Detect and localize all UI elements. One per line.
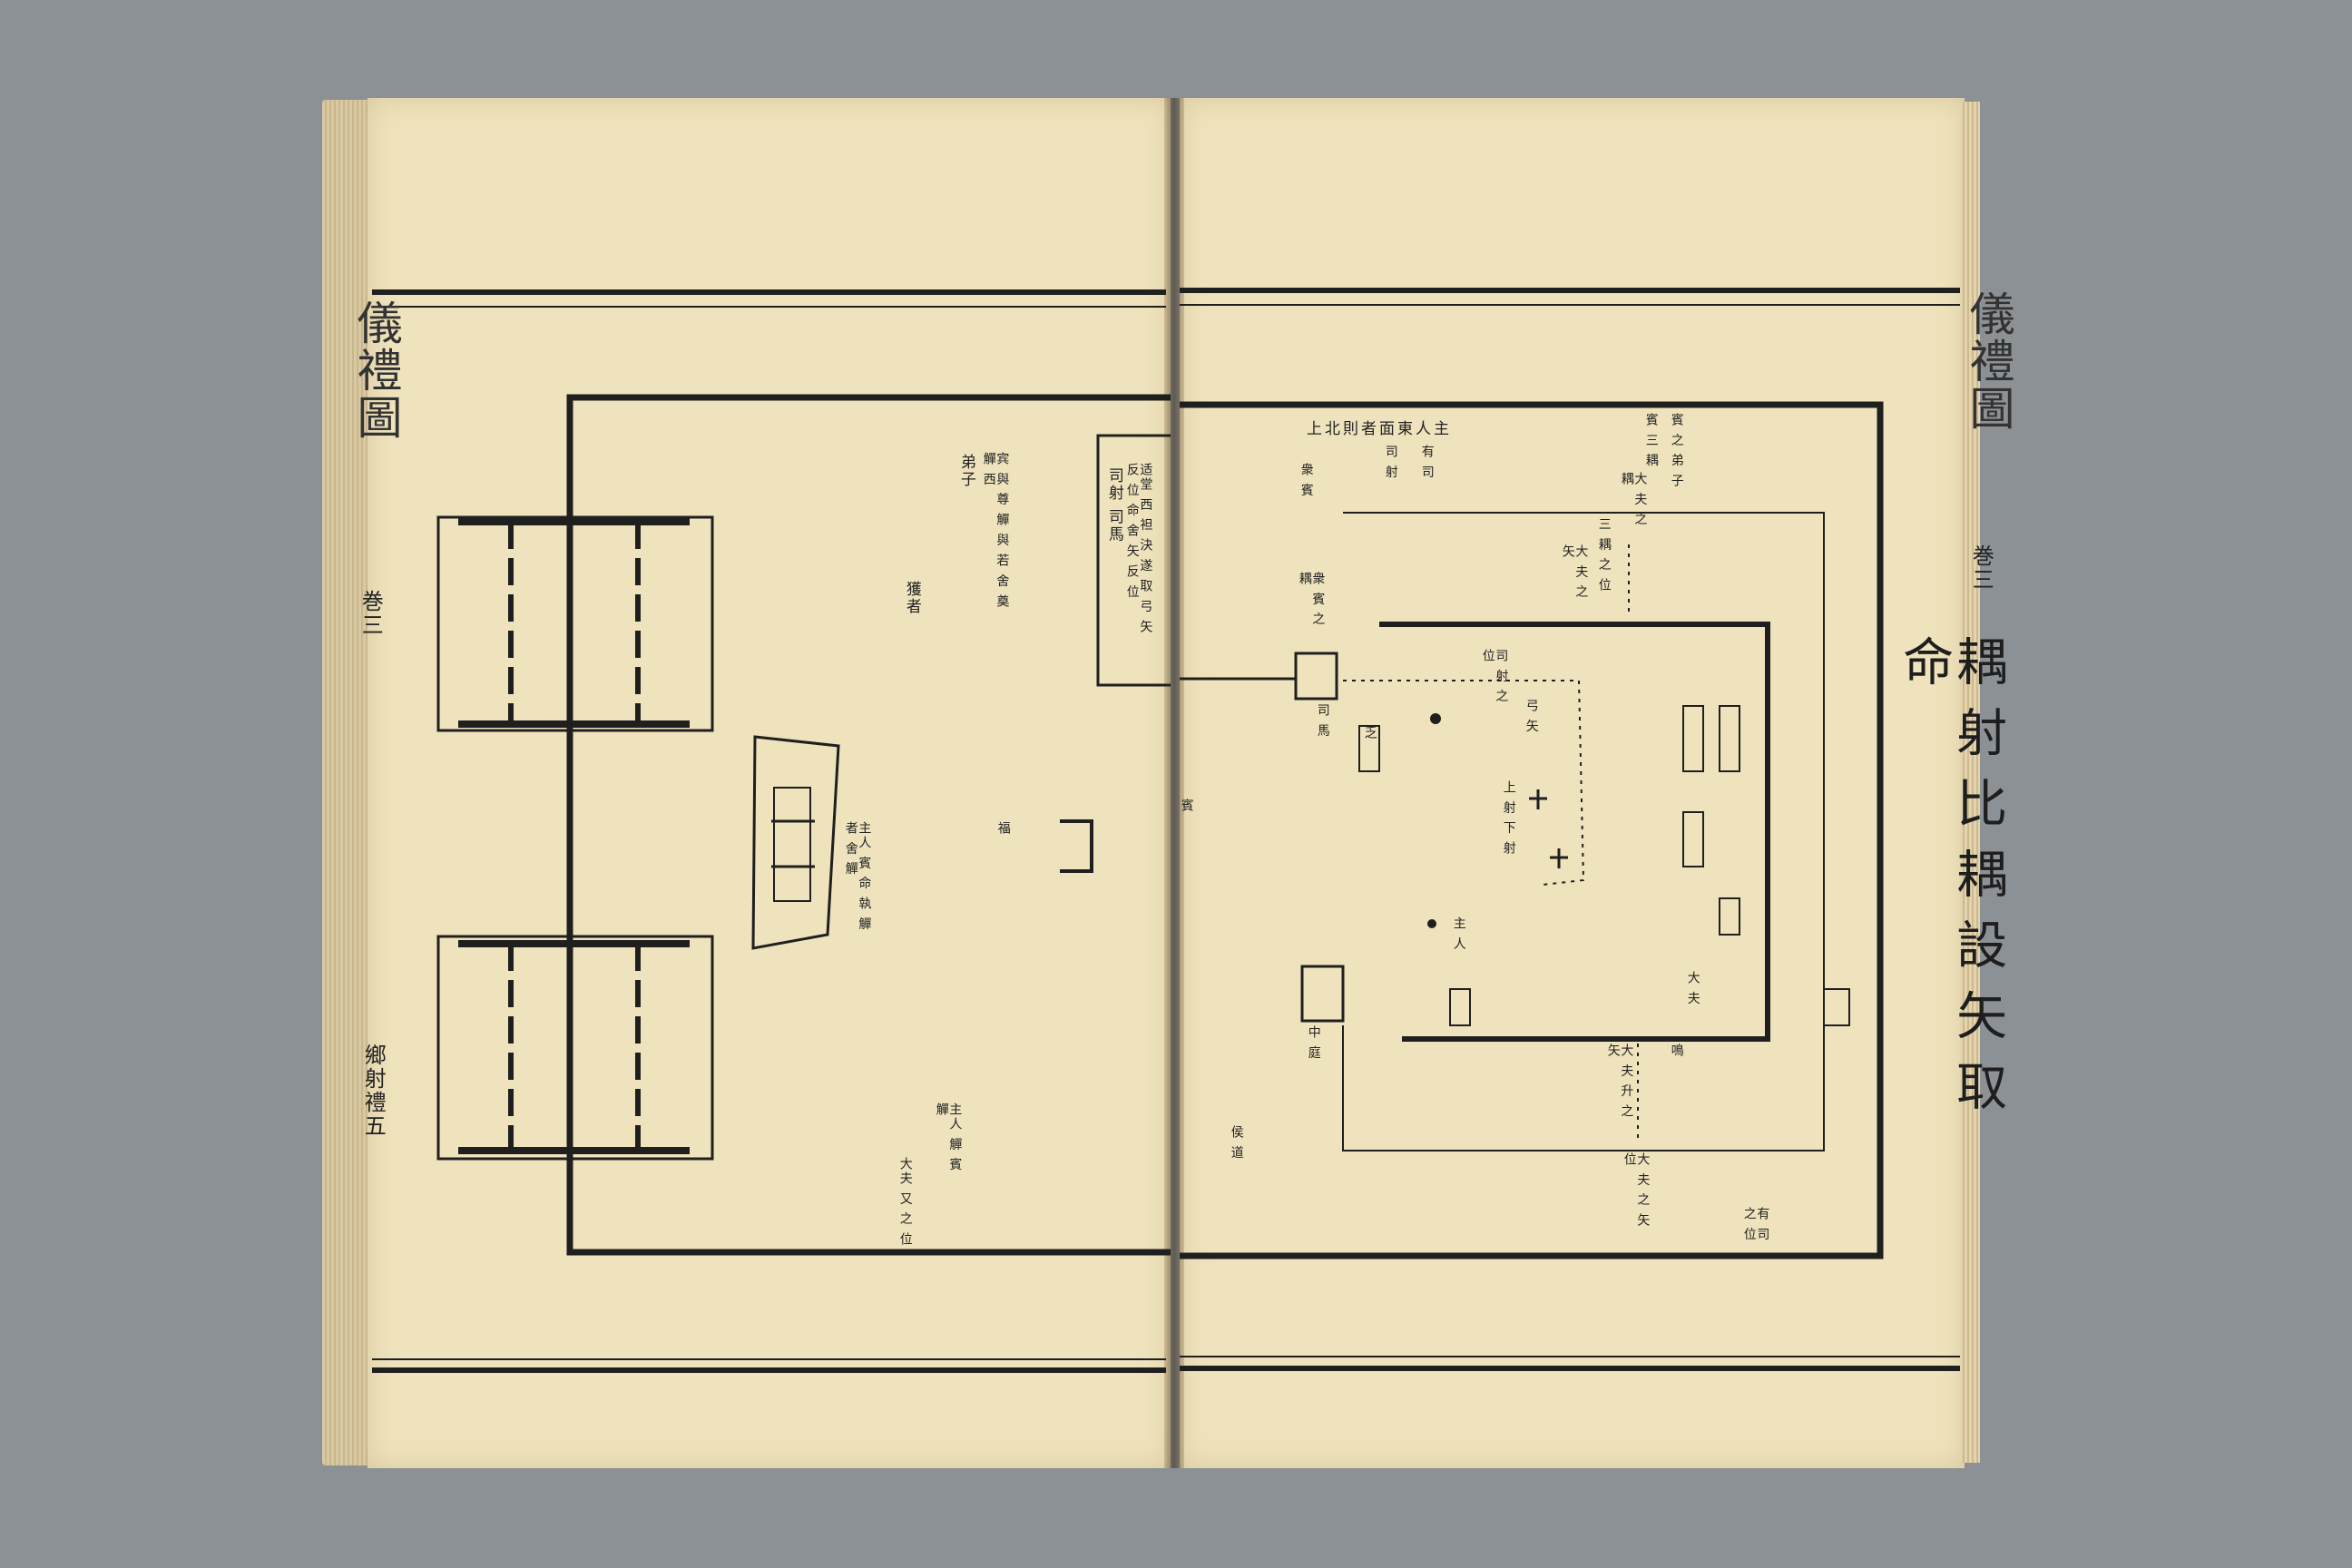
left-margin-chapter: 鄉射禮五 — [360, 1044, 387, 1138]
label-bottom-note2: 主人 觶 賓 觶 — [934, 1102, 963, 1172]
label-c21: 中 庭 — [1306, 1025, 1321, 1061]
label-c13: 上 射 下 射 — [1501, 780, 1516, 857]
label-c22: 侯 道 — [1229, 1125, 1244, 1161]
label-c17: 大 夫 升 之 矢 — [1605, 1044, 1634, 1120]
label-sishe: 司射 司馬 — [1104, 467, 1123, 544]
right-page — [1180, 98, 1965, 1468]
label-c1: 賓 之 弟 子 — [1669, 413, 1684, 489]
label-hou: 獲者 — [902, 581, 921, 615]
label-c23: 賓 — [1179, 799, 1194, 813]
label-c9: 衆 賓 之 耦 — [1297, 572, 1326, 627]
label-c4: 三 耦 之 位 — [1596, 517, 1612, 593]
steps-stand — [751, 735, 840, 950]
right-margin-title: 儀禮圖 — [1962, 290, 2015, 432]
diagram-title: 耦射比耦設矢取命 — [1894, 635, 2007, 1131]
label-c3: 大 夫 之 耦 — [1619, 472, 1648, 527]
label-c10: 司 射 之 位 — [1480, 649, 1509, 704]
label-c5: 大 夫 之 矢 — [1560, 544, 1589, 600]
right-page-edges — [1960, 102, 1980, 1463]
label-c19: 主 人 — [1451, 916, 1466, 952]
label-c8: 衆 賓 — [1298, 463, 1314, 498]
label-c7: 司 射 — [1383, 445, 1398, 480]
right-enclosure — [1180, 401, 1884, 1259]
book-gutter — [1164, 98, 1184, 1468]
right-middle-court — [1342, 512, 1825, 1152]
left-margin-title: 儀禮圖 — [349, 299, 403, 441]
label-c16: 鳴 — [1669, 1044, 1684, 1058]
label-c6: 有 司 — [1419, 445, 1435, 480]
label-fu: 福 — [995, 821, 1011, 836]
label-bottom-note: 大夫 又 之 位 — [897, 1157, 913, 1248]
left-page — [368, 98, 1171, 1468]
label-dizi: 弟子 — [956, 454, 975, 488]
label-c18: 大 夫 之 矢 位 — [1622, 1152, 1651, 1229]
right-inner-court — [1379, 622, 1770, 1042]
label-c20: 有 司 之 位 — [1741, 1207, 1770, 1242]
left-enclosure — [566, 394, 1171, 1256]
label-c2: 賓 三 耦 — [1643, 413, 1659, 468]
right-margin-volume: 巻三 — [1968, 544, 1994, 592]
label-disciples-note: 宾 與 尊 觶 與 若 舍 奠 觶 西 — [981, 452, 1010, 610]
hall-upper — [436, 515, 714, 732]
left-margin-volume: 巻三 — [358, 590, 384, 637]
center-marker — [1060, 819, 1093, 873]
left-page-edges — [322, 100, 372, 1465]
hall-lower — [436, 935, 714, 1161]
label-sishe-note: 适堂 西 袒 決 遂 取 弓 矢 反 位 命 舍 矢 反 位 — [1124, 463, 1153, 635]
label-c12: 司 馬 — [1315, 703, 1330, 739]
label-c14: 乏 — [1362, 726, 1377, 740]
top-caption: 主人東面者則北上 — [1307, 420, 1452, 438]
label-center-note: 主人 賓 命 執 觶 者 舍 觶 — [843, 821, 872, 932]
label-c15: 大 夫 — [1685, 971, 1700, 1006]
label-c11: 弓 矢 — [1524, 699, 1539, 734]
